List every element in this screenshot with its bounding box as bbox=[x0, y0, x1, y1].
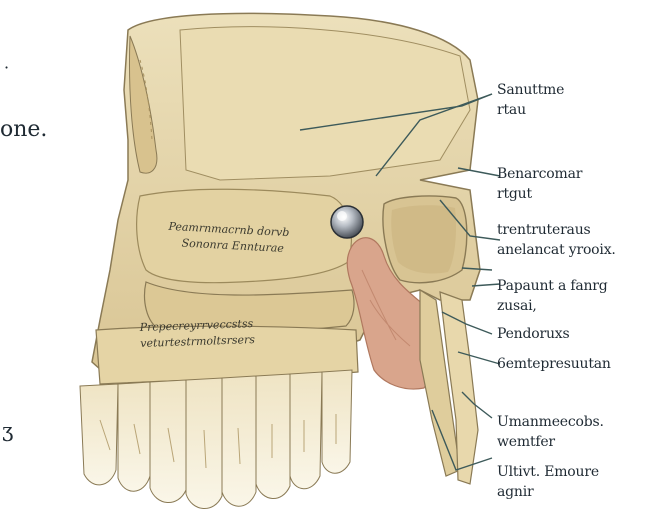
label-5: Pendoruxs bbox=[497, 324, 569, 344]
label-3: trentruteraus anelancat yrooix. bbox=[497, 220, 616, 260]
left-fragment-mark: ʒ bbox=[2, 418, 13, 442]
label-line: Benarcomar bbox=[497, 164, 582, 184]
leader-line bbox=[458, 168, 500, 176]
tooth bbox=[118, 382, 150, 491]
bone-inscription-lower: Prcpecreyrrveccstss veturtestrmoltsrsers bbox=[139, 316, 255, 352]
label-7: Umanmeecobs. wemtfer bbox=[497, 412, 604, 452]
tooth bbox=[256, 374, 290, 499]
label-line: Umanmeecobs. bbox=[497, 412, 604, 432]
tooth bbox=[322, 370, 352, 473]
label-4: Papaunt a fanrg zusai, bbox=[497, 276, 608, 316]
teeth bbox=[80, 370, 352, 509]
label-line: 6emtepresuutan bbox=[497, 354, 611, 374]
label-line: zusai, bbox=[497, 296, 608, 316]
label-line: Pendoruxs bbox=[497, 324, 569, 344]
label-line: Sanuttme bbox=[497, 80, 564, 100]
label-line: wemtfer bbox=[497, 432, 604, 452]
left-fragment-dot: · bbox=[4, 58, 9, 77]
label-line: rtau bbox=[497, 100, 564, 120]
label-1: Sanuttme rtau bbox=[497, 80, 564, 120]
bone-inscription-upper: Peamrnmacrnb dorvb Sononra Ennturae bbox=[167, 219, 289, 257]
metal-marker bbox=[331, 206, 363, 238]
tooth bbox=[186, 378, 222, 509]
cranial-surface bbox=[180, 27, 470, 180]
label-line: Ultivt. Emoure bbox=[497, 462, 599, 482]
label-line: trentruteraus bbox=[497, 220, 616, 240]
label-8: Ultivt. Emoure agnir bbox=[497, 462, 599, 502]
label-2: Benarcomar rtgut bbox=[497, 164, 582, 204]
tooth bbox=[80, 384, 118, 485]
label-6: 6emtepresuutan bbox=[497, 354, 611, 374]
left-fragment-word: one. bbox=[0, 117, 47, 142]
tooth bbox=[150, 380, 186, 503]
leader-line bbox=[472, 284, 500, 286]
label-line: Papaunt a fanrg bbox=[497, 276, 608, 296]
tooth bbox=[290, 372, 322, 489]
label-line: anelancat yrooix. bbox=[497, 240, 616, 260]
label-line: rtgut bbox=[497, 184, 582, 204]
label-line: agnir bbox=[497, 482, 599, 502]
